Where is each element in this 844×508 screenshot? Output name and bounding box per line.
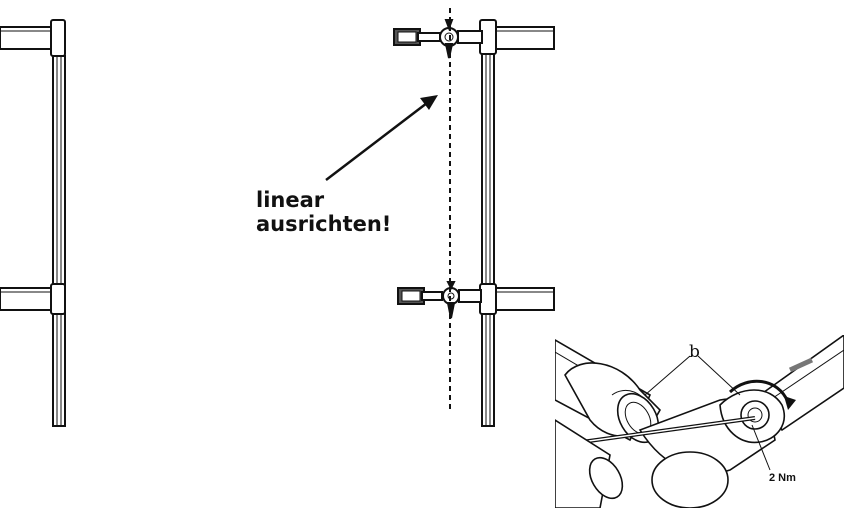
instruction-arrow: [325, 95, 438, 181]
left-lower-connector: [50, 283, 66, 315]
left-top-rail: [0, 26, 57, 50]
right-vertical-post: [481, 51, 495, 427]
detail-inset: [555, 335, 844, 508]
instruction-line-1: linear: [256, 188, 325, 212]
left-top-connector: [50, 19, 66, 57]
right-post-assembly: [393, 19, 555, 427]
right-top-rail: [493, 26, 555, 50]
right-lower-rail: [493, 287, 555, 311]
top-alignment-clamp: [393, 19, 483, 59]
instruction-line-2: ausrichten!: [256, 212, 392, 236]
instruction-text: linear ausrichten!: [256, 188, 391, 236]
left-vertical-post: [52, 55, 66, 427]
right-lower-connector: [479, 283, 497, 315]
part-label-b: b: [689, 342, 700, 362]
torque-label: 2 Nm: [769, 472, 796, 484]
left-lower-rail: [0, 287, 57, 311]
lower-alignment-clamp: [397, 281, 482, 319]
left-post-assembly: [0, 19, 66, 427]
